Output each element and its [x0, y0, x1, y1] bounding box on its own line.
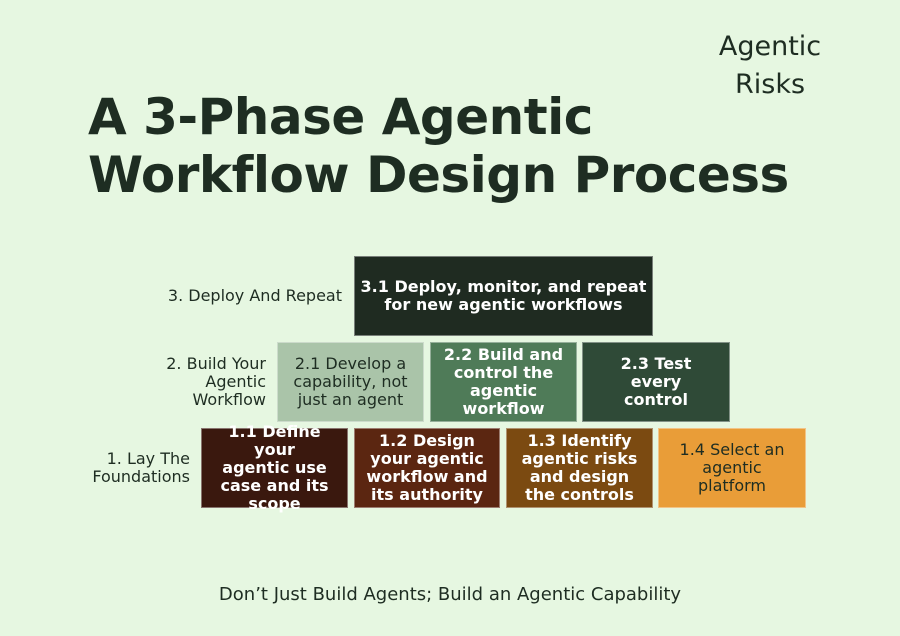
phase-2-label: 2. Build Your Agentic Workflow: [166, 354, 266, 409]
tagline: Don’t Just Build Agents; Build an Agenti…: [218, 584, 682, 605]
corner-label: Agentic Risks: [718, 31, 822, 100]
step-1-3: 1.3 Identify agentic risks and design th…: [506, 428, 653, 508]
phase-3-label: 3. Deploy And Repeat: [167, 286, 342, 305]
page-title: A 3-Phase Agentic Workflow Design Proces…: [88, 88, 789, 204]
phase-1-label: 1. Lay The Foundations: [92, 449, 190, 486]
step-2-2: 2.2 Build and control the agentic workfl…: [430, 342, 577, 422]
step-2-1: 2.1 Develop a capability, not just an ag…: [277, 342, 424, 422]
title-line-2: Workflow Design Process: [88, 146, 789, 204]
step-1-4: 1.4 Select an agentic platform: [658, 428, 806, 508]
title-line-1: A 3-Phase Agentic: [88, 88, 593, 146]
step-2-3: 2.3 Test every control: [582, 342, 730, 422]
step-1-2: 1.2 Design your agentic workflow and its…: [354, 428, 500, 508]
step-1-1: 1.1 Define your agentic use case and its…: [201, 423, 348, 513]
step-3-1: 3.1 Deploy, monitor, and repeat for new …: [354, 256, 653, 336]
